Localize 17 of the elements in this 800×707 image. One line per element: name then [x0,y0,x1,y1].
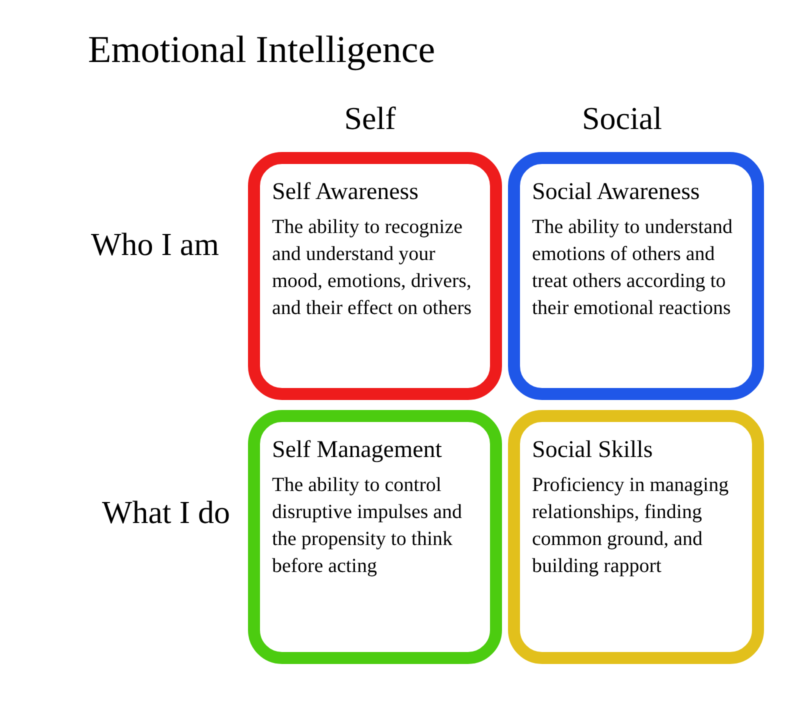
quadrant-box [508,410,764,664]
quadrant-box [508,152,764,400]
column-heading: Social [582,100,662,137]
diagram-title: Emotional Intelligence [88,28,436,72]
quadrant-heading: Self Awareness [272,178,420,206]
quadrant-description: Proficiency in managing relationships, finding common ground, and building rapport [532,473,730,579]
quadrant-description: The ability to understand emotions of others and treat others according to their emotional reactions [532,215,734,321]
quadrant-heading: Social Skills [532,436,654,464]
row-heading: What I do [102,494,230,531]
quadrant-heading: Self Management [272,436,443,464]
quadrant-box [248,152,502,400]
quadrant-heading: Social Awareness [532,178,701,206]
row-heading: Who I am [91,226,219,263]
quadrant-description: The ability to control disruptive impulses and the propensity to think before acting [272,473,463,579]
quadrant-description: The ability to recognize and understand your mood, emotions, drivers, and their effect on others [272,215,473,321]
quadrant-box [248,410,502,664]
column-heading: Self [344,100,396,137]
